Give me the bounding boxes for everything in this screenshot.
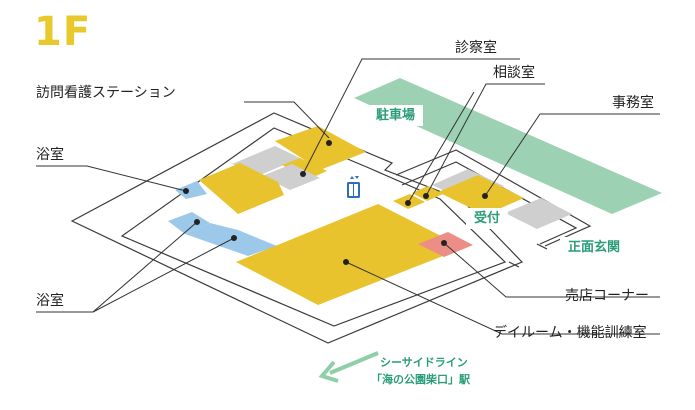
leader-dots (183, 140, 488, 265)
station-name: 「海の公園柴口」駅 (371, 373, 470, 386)
label-shinsatsu: 診察室 (455, 40, 497, 56)
building-outline-inner (120, 127, 507, 327)
label-baiten: 売店コーナー (565, 288, 649, 304)
label-yokushitsu-top: 浴室 (36, 147, 64, 163)
bath-room-lower-1 (168, 212, 210, 234)
label-jimu: 事務室 (612, 95, 654, 111)
building-outline-annex (395, 149, 592, 247)
bath-room-upper (175, 181, 207, 199)
room-dayroom (236, 204, 443, 305)
label-yokushitsu-bottom: 浴室 (36, 293, 64, 309)
room-houmon-kango (275, 126, 366, 170)
floor-number: 1F (34, 9, 92, 55)
entrance-mark-2 (536, 243, 548, 250)
room-shinsatsu (282, 158, 327, 179)
entrance-mark-1 (508, 261, 520, 268)
tag-reception: 受付 (466, 208, 509, 229)
direction-arrow-icon (318, 351, 379, 383)
elevator-icon (347, 176, 360, 198)
gray-block-office-2 (505, 198, 572, 229)
tag-parking: 駐車場 (368, 105, 424, 126)
room-upper-left-yellow (199, 163, 284, 214)
leader-lines (36, 58, 660, 335)
label-soudan: 相談室 (493, 65, 535, 81)
parking-area (354, 78, 662, 214)
label-dayroom: デイルーム・機能訓練室 (493, 325, 647, 341)
building-outline-main (70, 112, 524, 344)
label-houmon-kango: 訪問看護ステーション (36, 85, 176, 101)
tag-entrance: 正面玄関 (560, 237, 629, 258)
station-line: シーサイドライン (380, 356, 468, 369)
room-jimu (438, 175, 524, 215)
gray-block-mid (262, 164, 320, 190)
